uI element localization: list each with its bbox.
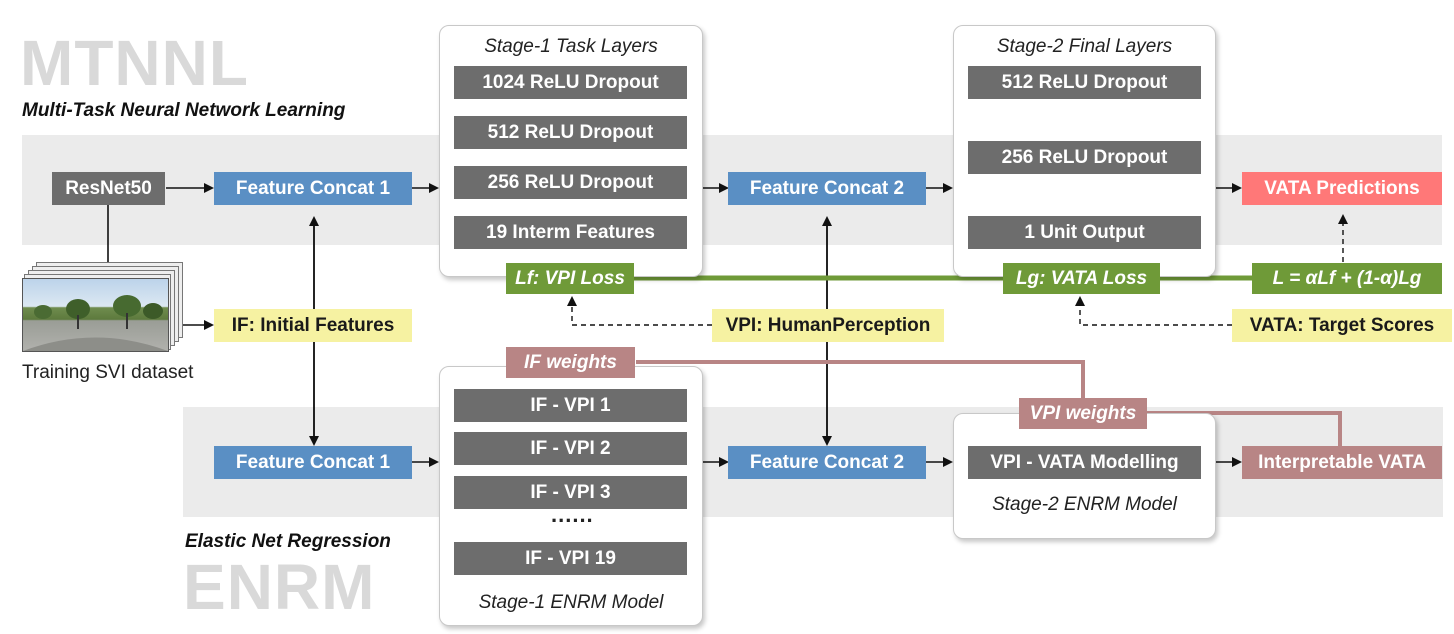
if-weights-label: IF weights: [506, 347, 635, 378]
stage1-layer-4: 19 Interm Features: [454, 216, 687, 249]
enrm-subtitle: Elastic Net Regression: [185, 531, 391, 552]
total-loss: L = αLf + (1-α)Lg: [1252, 263, 1442, 294]
stage2-layer-1: 512 ReLU Dropout: [968, 66, 1201, 99]
stage1-task-title: Stage-1 Task Layers: [484, 36, 658, 57]
stage2-layer-2: 256 ReLU Dropout: [968, 141, 1201, 174]
top-feature-concat-1: Feature Concat 1: [214, 172, 412, 205]
top-feature-concat-2: Feature Concat 2: [728, 172, 926, 205]
vpi-human-perception: VPI: HumanPerception: [712, 309, 944, 342]
interpretable-vata-box: Interpretable VATA: [1242, 446, 1442, 479]
stage2-final-title: Stage-2 Final Layers: [996, 36, 1173, 57]
vpi-vata-modelling: VPI - VATA Modelling: [968, 446, 1201, 479]
initial-features-box: IF: Initial Features: [214, 309, 412, 342]
ellipsis: ......: [551, 502, 594, 527]
mtnnl-title: MTNNL: [20, 27, 249, 99]
if-vpi-2: IF - VPI 2: [454, 432, 687, 465]
street-view-image: [22, 278, 169, 352]
if-vpi-1: IF - VPI 1: [454, 389, 687, 422]
vata-target-scores: VATA: Target Scores: [1232, 309, 1452, 342]
stage2-enrm-caption: Stage-2 ENRM Model: [992, 494, 1177, 515]
stage1-layer-2: 512 ReLU Dropout: [454, 116, 687, 149]
stage1-enrm-caption: Stage-1 ENRM Model: [478, 592, 664, 613]
mtnnl-subtitle: Multi-Task Neural Network Learning: [22, 100, 346, 121]
if-vpi-19: IF - VPI 19: [454, 542, 687, 575]
stage1-layer-1: 1024 ReLU Dropout: [454, 66, 687, 99]
enrm-title: ENRM: [183, 551, 376, 623]
bottom-feature-concat-2: Feature Concat 2: [728, 446, 926, 479]
bottom-feature-concat-1: Feature Concat 1: [214, 446, 412, 479]
stage1-layer-3: 256 ReLU Dropout: [454, 166, 687, 199]
dataset-label: Training SVI dataset: [22, 362, 194, 383]
lg-vata-loss: Lg: VATA Loss: [1003, 263, 1160, 294]
vpi-weights-label: VPI weights: [1019, 398, 1147, 429]
lf-vpi-loss: Lf: VPI Loss: [506, 263, 634, 294]
vata-predictions-box: VATA Predictions: [1242, 172, 1442, 205]
resnet50-box: ResNet50: [52, 172, 165, 205]
if-vpi-3: IF - VPI 3: [454, 476, 687, 509]
stage2-layer-3: 1 Unit Output: [968, 216, 1201, 249]
training-image-stack: [22, 262, 186, 352]
